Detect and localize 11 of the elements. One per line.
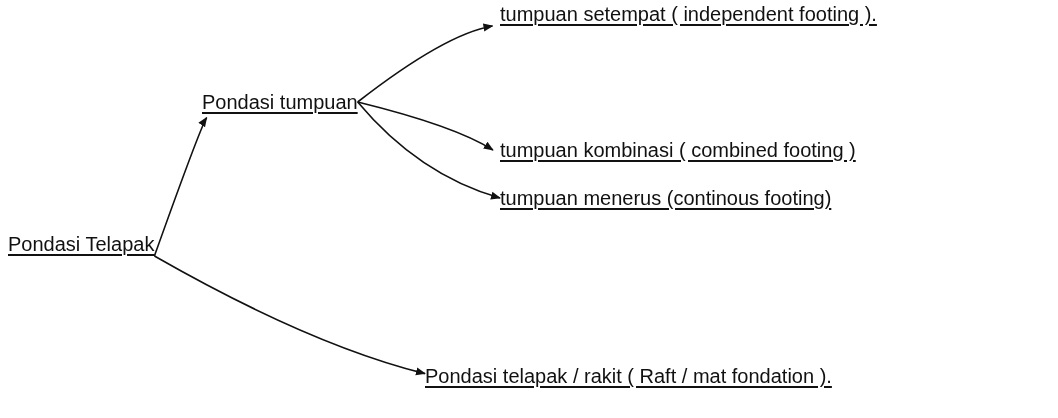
node-label: Pondasi tumpuan (202, 90, 358, 114)
arrow (153, 255, 426, 376)
arrow (356, 101, 494, 151)
node-label: tumpuan setempat ( independent footing ). (500, 2, 877, 26)
node-label: Pondasi Telapak (8, 232, 155, 256)
node-label: tumpuan menerus (continous footing) (500, 186, 832, 210)
arrow (356, 23, 494, 103)
node-label: Pondasi telapak / rakit ( Raft / mat fondation ). (425, 364, 832, 388)
arrow (153, 116, 208, 257)
arrow (356, 101, 501, 200)
node-label: tumpuan kombinasi ( combined footing ) (500, 138, 856, 162)
